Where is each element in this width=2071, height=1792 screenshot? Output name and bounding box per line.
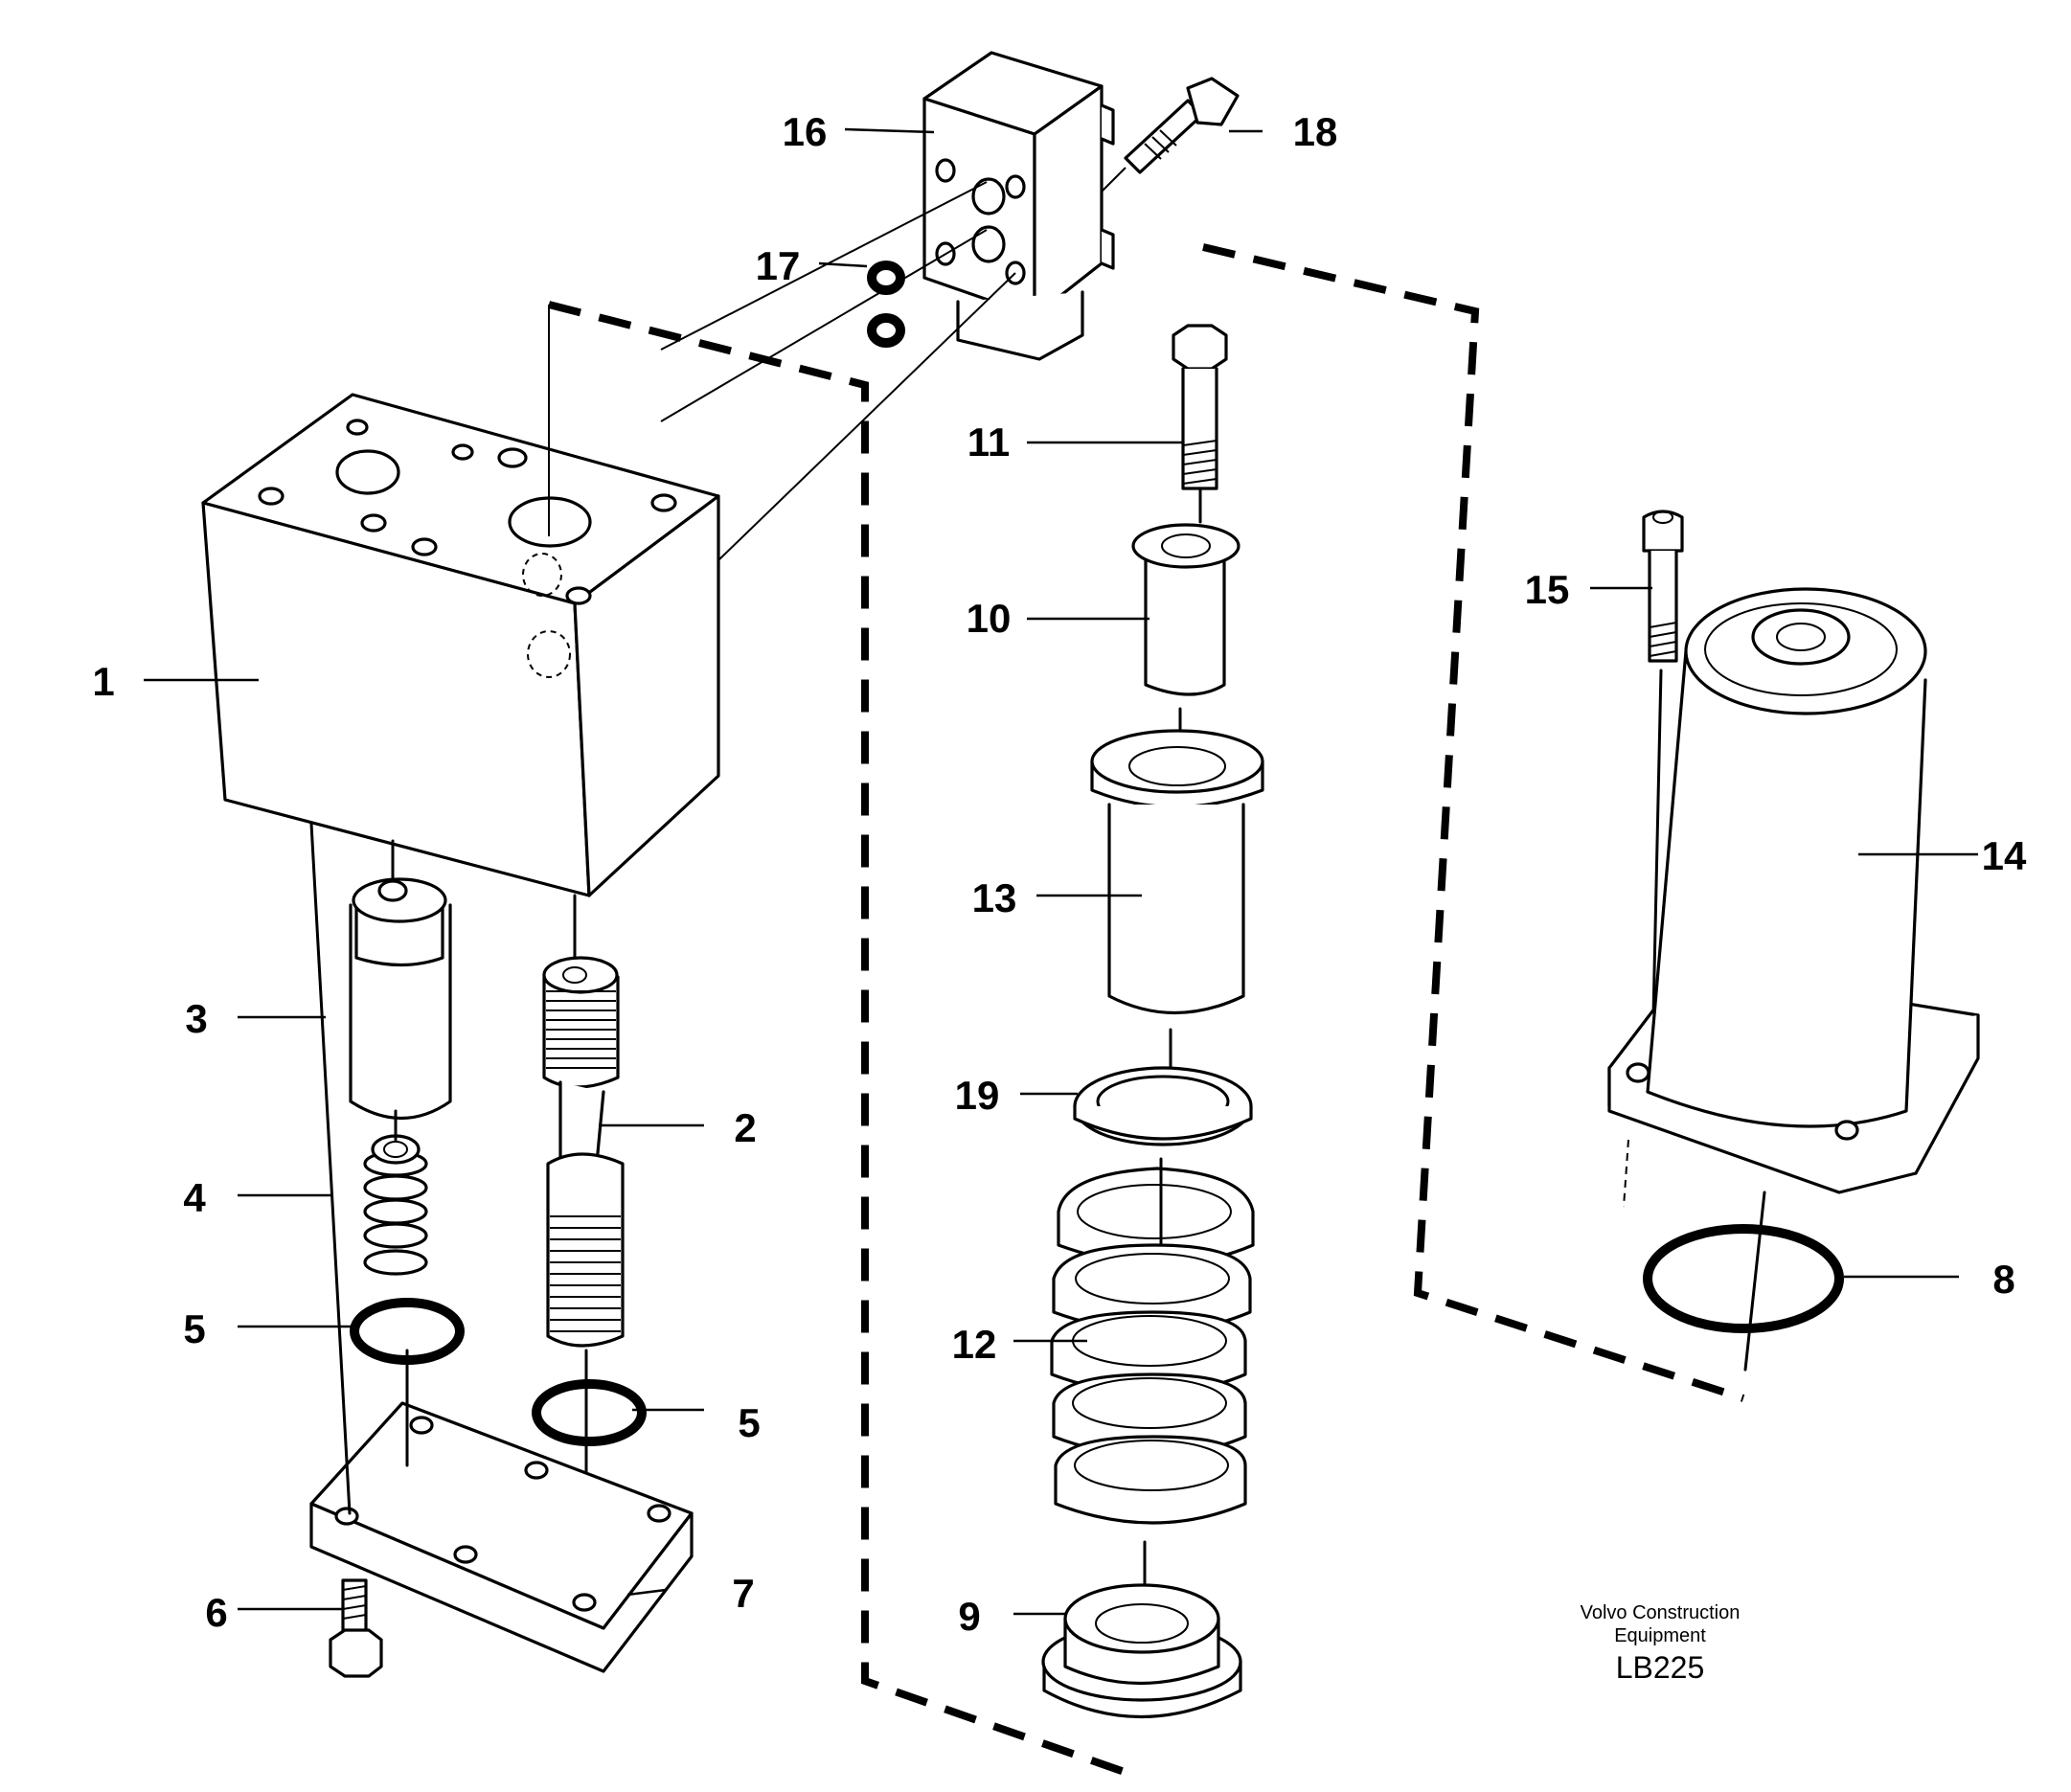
label-part-16: 16 xyxy=(783,109,828,154)
part-10-bushing xyxy=(1131,523,1240,783)
guide-lines-upper xyxy=(548,181,1016,561)
label-part-11: 11 xyxy=(967,420,1010,465)
drawing-code: LB225 xyxy=(1616,1650,1705,1685)
part-3-plug xyxy=(349,839,452,1120)
label-part-9: 9 xyxy=(958,1594,980,1639)
part-19-washer xyxy=(1073,1066,1253,1146)
label-part-14: 14 xyxy=(1982,833,2027,878)
label-part-12: 12 xyxy=(952,1322,997,1367)
part-16-solenoid-valve xyxy=(922,51,1115,361)
label-part-15: 15 xyxy=(1525,567,1570,612)
label-part-5-right: 5 xyxy=(738,1400,760,1445)
part-17-o-rings xyxy=(867,261,905,348)
part-13-sleeve xyxy=(1090,729,1264,1127)
label-part-8: 8 xyxy=(1992,1257,2014,1302)
label-part-6: 6 xyxy=(205,1590,227,1635)
label-part-17: 17 xyxy=(756,243,801,288)
label-part-4: 4 xyxy=(183,1175,206,1220)
part-15-screw xyxy=(1642,510,1684,1060)
part-12-coil-spring xyxy=(1050,1157,1255,1611)
label-part-18: 18 xyxy=(1293,109,1338,154)
part-18-bolt xyxy=(1101,77,1240,193)
manufacturer-credit: Volvo Construction Equipment LB225 xyxy=(1581,1602,1741,1685)
leader-lines xyxy=(144,127,1978,1616)
label-part-10: 10 xyxy=(967,596,1012,641)
label-part-13: 13 xyxy=(972,875,1017,920)
label-part-5-left: 5 xyxy=(183,1306,205,1351)
part-4-spring xyxy=(363,1109,428,1276)
part-14-cylinder-cover xyxy=(1607,587,1980,1208)
part-7-cover-plate xyxy=(309,822,694,1673)
credit-line-2: Equipment xyxy=(1614,1625,1706,1646)
credit-line-1: Volvo Construction xyxy=(1581,1602,1741,1623)
part-9-spring-seat xyxy=(1041,1583,1242,1718)
part-11-bolt xyxy=(1172,324,1228,524)
label-part-2: 2 xyxy=(734,1105,756,1150)
part-5-o-ring-right xyxy=(532,1379,647,1446)
label-part-3: 3 xyxy=(185,996,207,1041)
label-part-19: 19 xyxy=(955,1073,1000,1118)
assembly-boundary-left xyxy=(548,301,1140,1781)
part-6-screw xyxy=(329,1578,383,1678)
label-part-7: 7 xyxy=(732,1571,754,1616)
part-1-valve-block xyxy=(201,393,720,897)
part-8-o-ring xyxy=(1643,1191,1844,1372)
callout-labels: 1 2 3 4 5 5 6 7 8 9 10 11 12 13 14 15 16… xyxy=(92,109,2027,1639)
assembly-boundary-right xyxy=(1202,243,1745,1402)
part-2-valve-spool xyxy=(542,894,625,1558)
label-part-1: 1 xyxy=(92,659,114,704)
